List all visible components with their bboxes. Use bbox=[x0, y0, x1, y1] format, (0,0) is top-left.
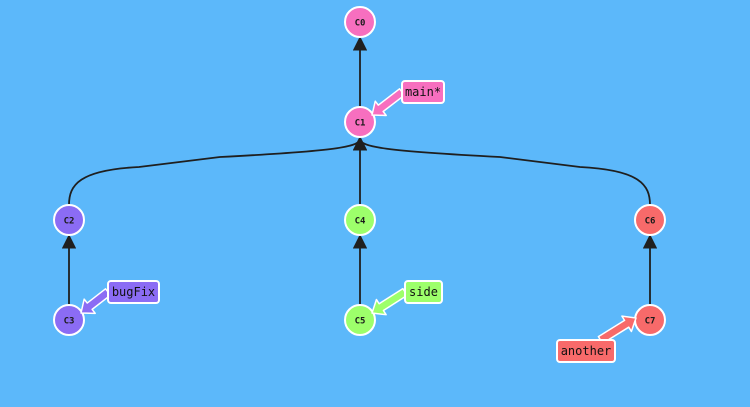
branch-name-label: another bbox=[561, 344, 612, 358]
branch-arrow-icon bbox=[80, 288, 112, 315]
commit-circle[interactable] bbox=[344, 106, 376, 138]
branch-arrow-icon bbox=[371, 287, 408, 316]
commit-id-label: C1 bbox=[355, 119, 366, 129]
commit-C0[interactable]: C0 bbox=[344, 6, 376, 38]
commit-C2[interactable]: C2 bbox=[53, 204, 85, 236]
commit-edges bbox=[61, 36, 658, 305]
branch-labels: main* bugFix side another bbox=[80, 80, 637, 363]
branch-side[interactable]: side bbox=[371, 280, 443, 316]
commit-C6[interactable]: C6 bbox=[634, 204, 666, 236]
commit-id-label: C0 bbox=[355, 19, 366, 29]
edge-C2-C1 bbox=[68, 136, 368, 206]
branch-label-box[interactable] bbox=[404, 280, 443, 304]
branch-label-box[interactable] bbox=[556, 339, 616, 363]
commit-circle[interactable] bbox=[344, 304, 376, 336]
commit-circle[interactable] bbox=[344, 6, 376, 38]
commit-id-label: C2 bbox=[64, 217, 75, 227]
commit-id-label: C4 bbox=[355, 217, 366, 227]
branch-bugFix[interactable]: bugFix bbox=[80, 280, 160, 315]
branch-name-label: side bbox=[409, 285, 438, 299]
commit-circle[interactable] bbox=[53, 204, 85, 236]
commit-C1[interactable]: C1 bbox=[344, 106, 376, 138]
branch-name-label: main* bbox=[405, 85, 441, 99]
commit-C3[interactable]: C3 bbox=[53, 304, 85, 336]
branch-another[interactable]: another bbox=[556, 315, 637, 363]
commit-C5[interactable]: C5 bbox=[344, 304, 376, 336]
commit-C4[interactable]: C4 bbox=[344, 204, 376, 236]
commit-id-label: C3 bbox=[64, 317, 75, 327]
commit-circle[interactable] bbox=[344, 204, 376, 236]
edge-C6-C1 bbox=[352, 136, 651, 206]
commit-C7[interactable]: C7 bbox=[634, 304, 666, 336]
commit-id-label: C7 bbox=[645, 317, 656, 327]
commit-id-label: C6 bbox=[645, 217, 656, 227]
branch-arrow-icon bbox=[371, 88, 406, 117]
branch-arrow-icon bbox=[597, 315, 637, 345]
branch-label-box[interactable] bbox=[401, 80, 445, 104]
branch-label-box[interactable] bbox=[107, 280, 160, 304]
commit-circle[interactable] bbox=[634, 204, 666, 236]
commit-circle[interactable] bbox=[53, 304, 85, 336]
branch-main[interactable]: main* bbox=[371, 80, 445, 117]
branch-name-label: bugFix bbox=[112, 285, 155, 299]
commit-id-label: C5 bbox=[355, 317, 366, 327]
